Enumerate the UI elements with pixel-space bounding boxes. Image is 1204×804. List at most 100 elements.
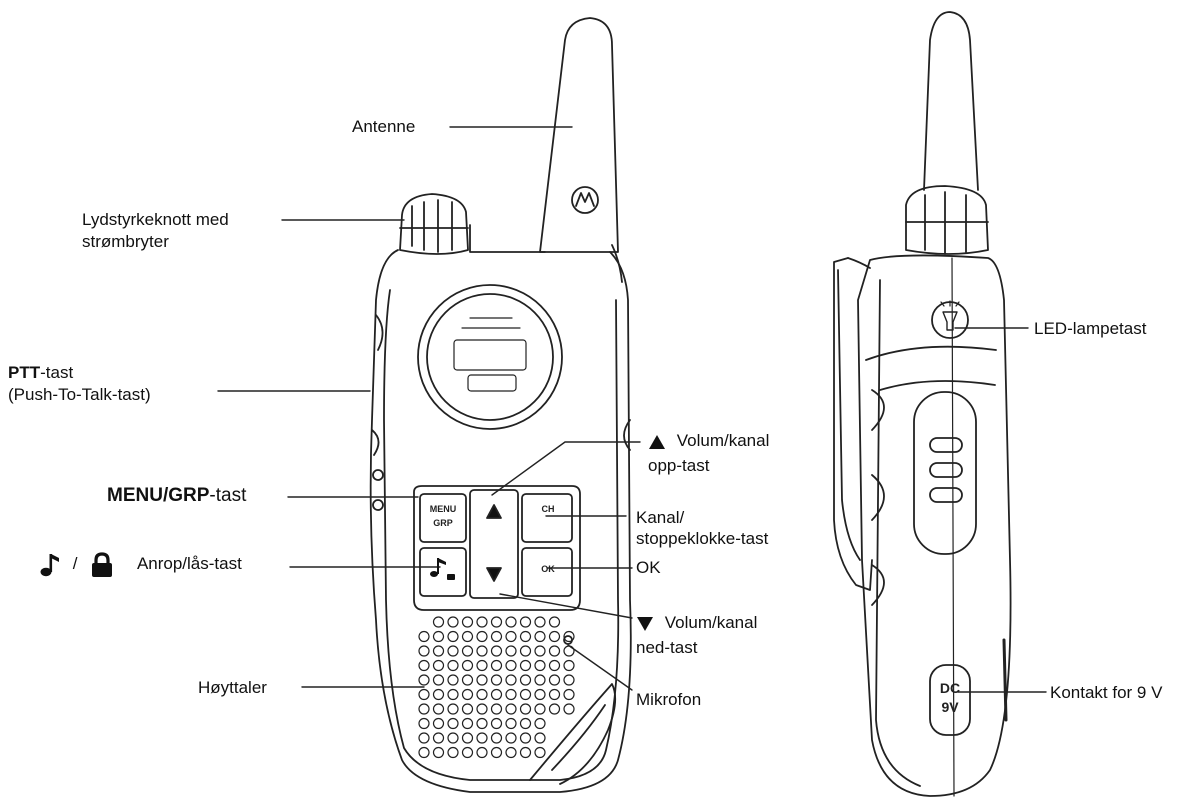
speaker-hole <box>519 630 532 643</box>
label-antenna: Antenne <box>352 117 416 136</box>
speaker-hole <box>476 732 488 744</box>
speaker-hole <box>461 688 474 701</box>
label-ptt-rest: -tast <box>40 363 74 382</box>
label-call-lock: Anrop/lås-tast <box>136 554 242 574</box>
speaker-hole <box>432 732 445 744</box>
speaker-hole <box>447 688 459 701</box>
speaker-hole <box>461 645 474 657</box>
speaker-hole <box>432 645 445 657</box>
keypad <box>413 485 581 611</box>
speaker-hole <box>563 659 575 672</box>
radio-body <box>369 249 632 793</box>
speaker-hole <box>519 616 532 628</box>
triangle-down-icon <box>637 616 653 631</box>
speaker-hole <box>505 645 517 657</box>
speaker-hole <box>534 674 546 686</box>
speaker-hole <box>548 703 561 715</box>
speaker-hole <box>461 630 474 643</box>
label-speaker: Høyttaler <box>198 678 267 697</box>
label-led: LED-lampetast <box>1034 319 1147 338</box>
speaker-hole <box>534 616 546 628</box>
label-ptt-line2: (Push-To-Talk-tast) <box>8 385 151 404</box>
speaker-hole <box>490 732 503 744</box>
speaker-hole <box>461 616 474 628</box>
speaker-hole <box>476 630 488 643</box>
speaker-hole <box>490 645 503 657</box>
label-call-lock-row: / Anrop/lås-tast <box>40 552 242 580</box>
flashlight-icon <box>940 300 960 331</box>
label-volume-up-line1: Volum/kanal <box>676 431 770 450</box>
speaker-hole <box>461 746 474 759</box>
speaker-hole <box>548 645 561 657</box>
speaker-hole <box>432 688 445 701</box>
speaker-hole <box>418 659 430 672</box>
speaker-hole <box>476 616 488 628</box>
speaker-hole <box>432 717 445 730</box>
speaker-hole <box>548 688 561 701</box>
label-dc-connector: Kontakt for 9 V <box>1050 683 1163 702</box>
speaker-hole <box>490 717 503 730</box>
speaker-hole <box>447 732 459 744</box>
speaker-hole <box>534 746 546 759</box>
label-ptt: PTT-tast <box>8 362 73 383</box>
speaker-hole <box>447 674 459 686</box>
speaker-hole <box>505 630 517 643</box>
lock-icon <box>92 552 113 577</box>
speaker-hole <box>548 630 561 643</box>
music-note-icon <box>40 554 59 577</box>
label-volume-down-line2: ned-tast <box>636 638 698 657</box>
speaker-hole <box>418 688 430 701</box>
speaker-hole <box>447 659 459 672</box>
speaker-hole <box>548 616 561 628</box>
speaker-hole <box>534 645 546 657</box>
label-volume-down: Volum/kanal <box>636 612 757 633</box>
speaker-hole <box>505 616 517 628</box>
speaker-hole <box>476 703 488 715</box>
speaker-hole <box>519 645 532 657</box>
speaker-hole <box>490 688 503 701</box>
speaker-hole <box>490 616 503 628</box>
speaker-hole <box>418 746 430 759</box>
callout-lines <box>217 126 1047 693</box>
speaker-hole <box>447 616 459 628</box>
label-microphone: Mikrofon <box>636 690 702 709</box>
speaker-hole <box>505 659 517 672</box>
speaker-hole <box>418 674 430 686</box>
keypad-down-arrow-icon <box>486 567 502 582</box>
speaker-hole <box>534 703 546 715</box>
label-call-lock-separator: / <box>72 554 78 574</box>
antenna <box>539 17 619 253</box>
label-channel-line1: Kanal/ <box>636 508 685 527</box>
speaker-hole <box>490 659 503 672</box>
speaker-hole <box>432 659 445 672</box>
speaker-hole <box>534 717 546 730</box>
speaker-hole <box>505 746 517 759</box>
speaker-hole <box>461 732 474 744</box>
speaker-hole <box>461 674 474 686</box>
speaker-hole <box>432 674 445 686</box>
dc-jack-text: DC <box>940 680 960 696</box>
ok-button-text: OK <box>541 564 555 574</box>
speaker-hole <box>476 717 488 730</box>
speaker-hole <box>447 630 459 643</box>
speaker-hole <box>534 688 546 701</box>
speaker-hole <box>432 703 445 715</box>
speaker-hole <box>418 703 430 715</box>
speaker-hole <box>432 616 445 628</box>
speaker-hole <box>519 732 532 744</box>
label-volume-down-line1: Volum/kanal <box>664 613 758 632</box>
motorola-logo-icon <box>571 186 599 214</box>
speaker-hole <box>519 746 532 759</box>
dc-voltage-text: 9V <box>941 699 959 715</box>
grp-button-text: GRP <box>433 518 453 528</box>
speaker-hole <box>505 688 517 701</box>
side-view <box>833 11 1012 797</box>
speaker-hole <box>548 659 561 672</box>
ch-button-text: CH <box>542 504 555 514</box>
label-ok: OK <box>636 558 661 577</box>
speaker-hole <box>418 645 430 657</box>
speaker-hole <box>461 659 474 672</box>
speaker-hole <box>461 717 474 730</box>
speaker-hole <box>505 674 517 686</box>
speaker-hole <box>519 659 532 672</box>
